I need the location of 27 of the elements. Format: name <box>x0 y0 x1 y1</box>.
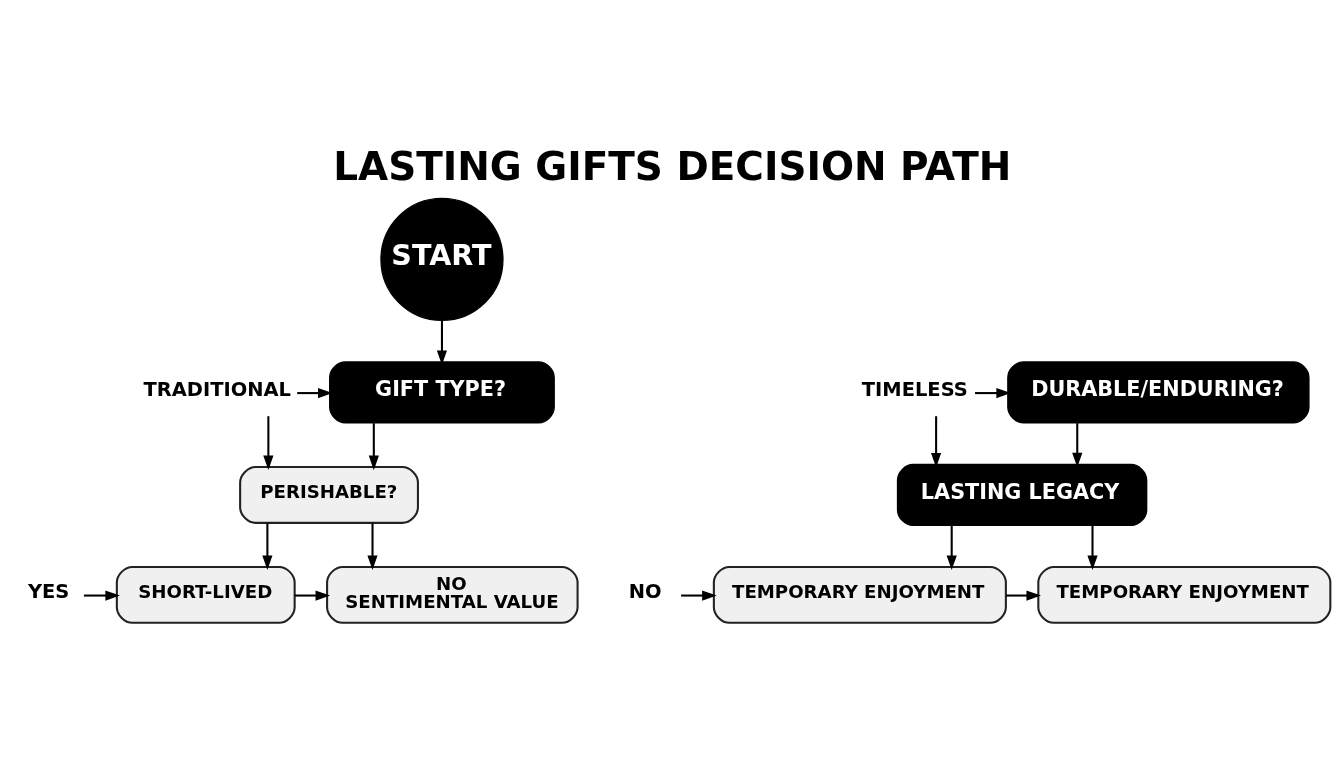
node-box: NO SENTIMENTAL VALUE <box>326 565 579 624</box>
arrow <box>262 523 273 570</box>
arrow <box>367 523 378 570</box>
arrow <box>946 525 957 571</box>
arrow <box>975 388 1011 399</box>
node-circle: START <box>380 197 504 322</box>
arrow <box>297 388 333 399</box>
node-box: SHORT-LIVED <box>115 565 296 624</box>
arrow <box>436 320 448 365</box>
arrow <box>1087 525 1098 571</box>
arrow <box>83 590 120 601</box>
arrow <box>1005 590 1041 601</box>
node-text: TIMELESS <box>861 377 968 401</box>
node-box: LASTING LEGACY <box>896 463 1148 527</box>
arrow <box>368 423 379 471</box>
arrow <box>294 590 331 601</box>
arrow <box>681 590 717 601</box>
diagram-title: LASTING GIFTS DECISION PATH <box>333 144 1012 190</box>
node-box: TEMPORARY ENJOYMENT <box>712 565 1007 624</box>
node-text: NO <box>628 580 662 604</box>
node-box: DURABLE/ENDURING? <box>1007 361 1310 424</box>
node-text: YES <box>27 580 70 604</box>
node-box: PERISHABLE? <box>239 466 419 524</box>
node-box: GIFT TYPE? <box>329 361 555 424</box>
node-box: TEMPORARY ENJOYMENT <box>1037 565 1332 624</box>
arrow <box>263 416 274 471</box>
node-text: TRADITIONAL <box>143 377 291 401</box>
